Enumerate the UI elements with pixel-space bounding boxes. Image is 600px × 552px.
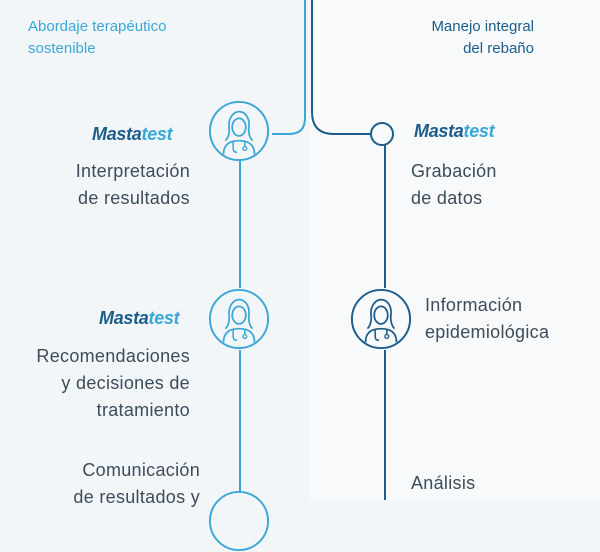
right-panel-background xyxy=(310,0,600,500)
right-item-label-3: Análisis xyxy=(411,473,476,493)
brand-logo-left-1: Mastatest xyxy=(92,124,173,144)
left-connector-line xyxy=(272,0,306,135)
doctor-icon xyxy=(208,100,270,162)
right-item-label-1: Grabación de datos xyxy=(411,161,497,208)
left-item-label-2: Recomendaciones y decisiones de tratamie… xyxy=(36,346,190,420)
right-connector-line xyxy=(311,0,370,135)
flow-lines xyxy=(239,0,394,500)
left-item-label-1: Interpretación de resultados xyxy=(75,161,190,208)
left-item-label-3: Comunicación de resultados y xyxy=(73,460,200,507)
doctor-icon xyxy=(208,490,270,552)
doctor-icon xyxy=(208,288,270,350)
heading-right: Manejo integral del rebaño xyxy=(431,18,534,57)
brand-logo-left-2: Mastatest xyxy=(99,308,180,328)
right-node-circle xyxy=(370,122,394,146)
doctor-icon xyxy=(350,288,412,350)
heading-left: Abordaje terapéutico sostenible xyxy=(28,18,167,57)
right-item-label-2: Información epidemiológica xyxy=(425,295,550,342)
brand-logo-right-1: Mastatest xyxy=(414,121,495,141)
